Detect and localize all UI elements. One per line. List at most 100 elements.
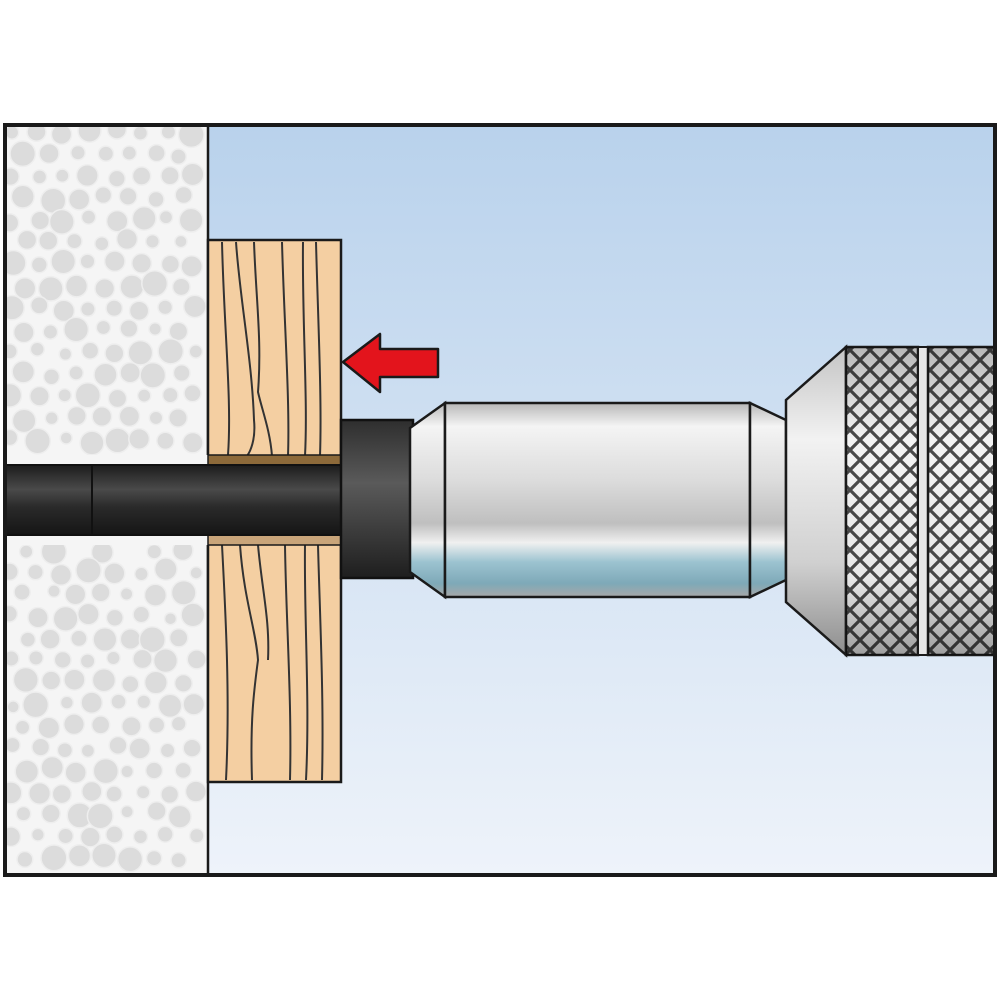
wall-pore — [146, 543, 163, 560]
wall-pore — [37, 716, 61, 740]
wall-pore — [148, 322, 163, 336]
wall-pore — [6, 650, 20, 667]
wall-pore — [106, 126, 128, 140]
wall-pore — [91, 842, 117, 869]
wall-pore — [104, 343, 125, 364]
wall-pore — [103, 562, 126, 585]
wall-pore — [52, 299, 76, 323]
wall-pore — [181, 431, 204, 454]
wall-pore — [91, 406, 113, 427]
wall-pore — [180, 162, 205, 187]
wall-pore — [51, 783, 73, 805]
wall-pore — [105, 785, 123, 803]
wall-pore — [120, 804, 134, 819]
wall-pore — [52, 605, 79, 632]
wall-pore — [57, 827, 75, 845]
wall-pore — [157, 299, 174, 316]
wall-pore — [57, 387, 73, 403]
sleeve-collar — [339, 418, 415, 580]
wall-pore — [54, 168, 70, 184]
wall-pore — [105, 608, 124, 627]
tool-front-chamfer — [408, 400, 447, 600]
wall-pore — [42, 368, 61, 386]
wall-pore — [132, 648, 153, 670]
wall-pore — [136, 388, 152, 403]
wall-pore — [121, 145, 138, 161]
wall-pore — [13, 276, 37, 300]
wall-pore — [105, 825, 124, 844]
wall-pore — [180, 602, 206, 628]
wall-pore — [189, 566, 204, 580]
wall-pore — [104, 427, 131, 454]
wall-pore — [67, 188, 91, 211]
wall-pore — [29, 295, 49, 315]
wall-pore — [116, 846, 144, 873]
wall-pore — [6, 781, 23, 805]
wall-pore — [94, 235, 110, 252]
wall-pore — [115, 227, 139, 251]
wall-pore — [147, 716, 166, 734]
wall-pore — [27, 606, 49, 629]
wall-pore — [107, 169, 126, 188]
wall-pore — [94, 186, 113, 205]
wall-pore — [13, 583, 31, 601]
wall-pore — [38, 142, 60, 165]
wall-pore — [58, 347, 73, 362]
wall-pore — [131, 205, 157, 231]
wall-pore — [144, 761, 164, 780]
wall-pore — [63, 668, 86, 691]
wall-pore — [79, 826, 101, 848]
wall-pore — [168, 627, 189, 648]
wall-pore — [79, 301, 96, 318]
wall-pore — [143, 583, 168, 607]
wall-pore — [80, 691, 104, 715]
wall-pore — [171, 277, 191, 297]
wall-pore — [132, 828, 149, 845]
wall-pore — [9, 140, 37, 168]
knurled-grip — [844, 345, 994, 657]
wall-pore — [153, 557, 178, 582]
wall-pore — [143, 670, 168, 695]
wall-pore — [40, 803, 61, 824]
wall-pore — [178, 207, 204, 233]
wall-pore — [24, 427, 52, 455]
wall-pore — [38, 230, 59, 251]
push-direction-arrow — [341, 332, 440, 394]
wall-pore — [27, 563, 44, 581]
wall-pore — [66, 232, 83, 250]
wall-pore — [177, 126, 205, 149]
wall-pore — [163, 611, 178, 626]
wall-pore — [30, 210, 51, 231]
wall-pore — [119, 628, 142, 651]
wall-pore — [64, 761, 87, 784]
wall-pore — [40, 755, 65, 780]
wall-pore — [120, 764, 135, 779]
wall-pore — [95, 319, 112, 336]
wall-pore — [11, 408, 37, 434]
wall-pore — [145, 849, 163, 867]
wall-pore — [44, 411, 59, 426]
wall-pore — [31, 169, 48, 185]
wall-pore — [132, 605, 151, 624]
wall-pore — [22, 691, 50, 719]
wall-pore — [160, 165, 180, 186]
wall-pore — [174, 234, 188, 249]
wall-pore — [157, 337, 185, 365]
wall-pore — [63, 316, 90, 343]
wall-pore — [6, 382, 23, 408]
wall-pore — [103, 250, 126, 273]
wall-pore — [119, 274, 145, 300]
wall-pore — [68, 365, 84, 381]
wall-pore — [75, 163, 99, 188]
wall-pore — [159, 742, 176, 759]
wall-pore — [10, 184, 35, 209]
wall-pore — [40, 844, 68, 872]
wall-pore — [94, 277, 116, 300]
wall-pore — [80, 209, 97, 225]
wall-pore — [131, 166, 152, 186]
wall-pore — [118, 405, 141, 428]
wall-pore — [182, 738, 202, 758]
wall-pore — [91, 667, 117, 693]
wall-pore — [30, 827, 45, 842]
wall-pore — [16, 229, 38, 251]
